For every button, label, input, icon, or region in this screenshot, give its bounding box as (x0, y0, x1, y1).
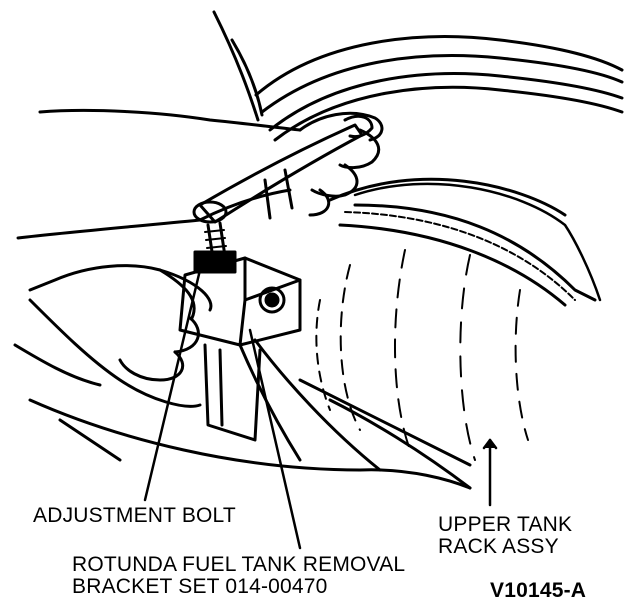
upper-hand-and-wrench (16, 108, 384, 240)
leader-lines (143, 268, 498, 550)
upper-tank-label-line2: RACK ASSY (438, 535, 559, 558)
rack-rails (28, 378, 472, 490)
adjustment-bolt (193, 221, 237, 274)
bracket-set-label-line2: BRACKET SET 014-00470 (72, 575, 328, 598)
lower-hand (13, 264, 213, 408)
tank-bracket (178, 256, 382, 472)
fuel-tank (315, 177, 602, 461)
figure-id: V10145-A (490, 579, 587, 602)
bracket-set-label-line1: ROTUNDA FUEL TANK REMOVAL (72, 553, 406, 576)
upper-tank-label-line1: UPPER TANK (438, 513, 573, 536)
upper-tank-rack (212, 10, 624, 142)
adjustment-bolt-label: ADJUSTMENT BOLT (33, 504, 236, 527)
